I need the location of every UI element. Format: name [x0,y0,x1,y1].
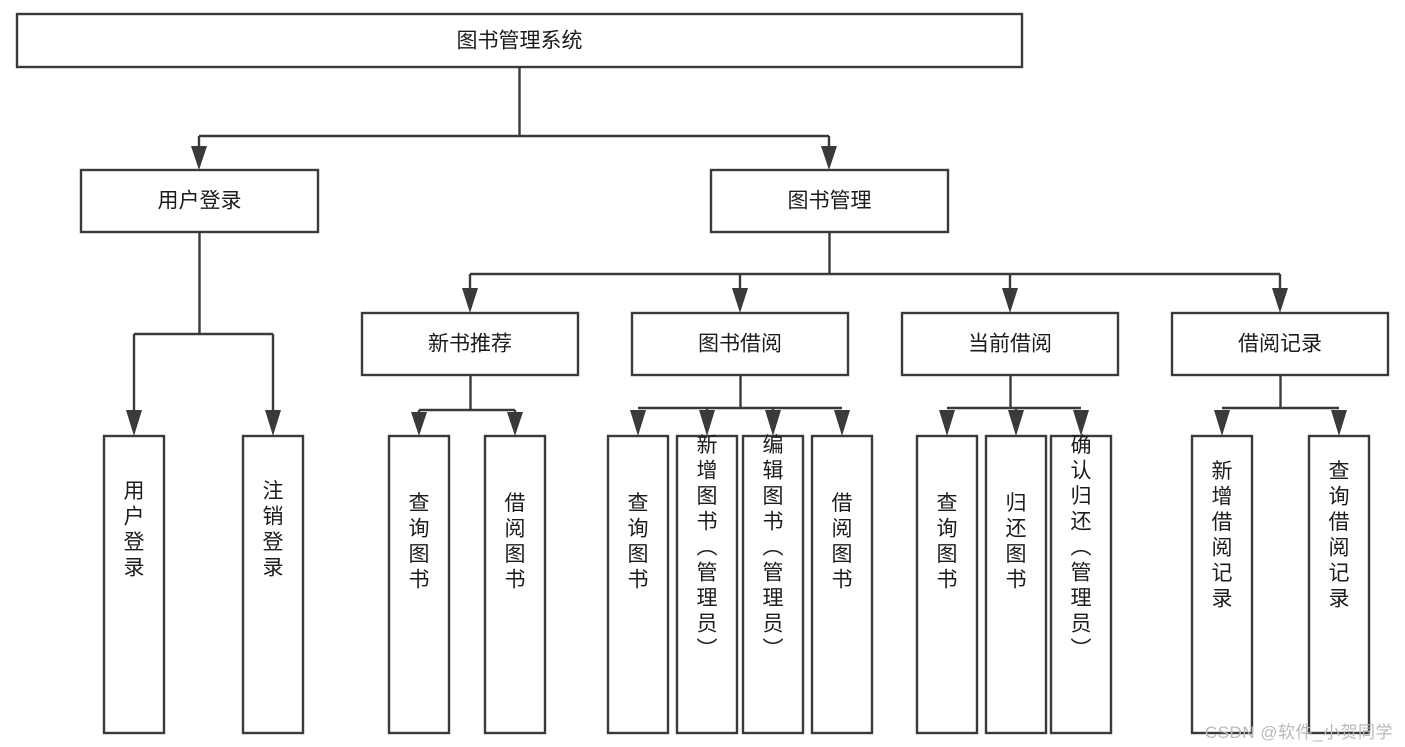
leaf-edit-book[interactable]: 编辑图书︵管理员︶ [741,434,805,735]
leaf-edit-book-box[interactable] [741,434,805,735]
arrow-head-leaf-query-book-3 [939,410,955,436]
leaf-user-login-box[interactable] [102,434,166,735]
node-book-borrow-label: 图书借阅 [698,333,782,356]
node-root[interactable]: 图书管理系统 [15,12,1024,69]
leaf-add-record-box[interactable] [1190,434,1254,735]
leaf-query-record-label: 查询借阅记录 [1329,460,1350,611]
leaf-borrow-book-1[interactable]: 借阅图书 [483,434,547,735]
leaf-confirm-return-box[interactable] [1049,434,1113,735]
arrow-head-leaf-add-record [1214,410,1230,436]
leaf-query-book-2-label: 查询图书 [628,492,649,592]
leaf-query-book-1-box[interactable] [387,434,451,735]
arrow-head-leaf-borrow-book-1 [507,412,523,436]
leaf-borrow-book-1-label: 借阅图书 [505,492,526,592]
arrow-head-current-borrow [1002,288,1018,313]
arrow-head-leaf-borrow-book-2 [834,410,850,436]
leaf-add-book[interactable]: 新增图书︵管理员︶ [675,434,739,735]
node-user-login-box[interactable] [79,168,320,234]
node-book-management-label: 图书管理 [788,190,872,213]
node-book-management-box[interactable] [709,168,950,234]
arrow-head-leaf-edit-book [765,410,781,436]
node-new-book-recommend[interactable]: 新书推荐 [360,311,580,377]
leaf-borrow-book-2-box[interactable] [810,434,874,735]
node-root-box[interactable] [15,12,1024,69]
arrow-head-book-management [821,146,837,170]
node-book-borrow-box[interactable] [630,311,850,377]
leaf-query-book-3-label: 查询图书 [937,492,958,592]
leaf-borrow-book-2[interactable]: 借阅图书 [810,434,874,735]
node-new-book-recommend-box[interactable] [360,311,580,377]
leaf-query-book-2-box[interactable] [606,434,670,735]
arrow-head-leaf-query-record [1331,410,1347,436]
leaf-add-record[interactable]: 新增借阅记录 [1190,434,1254,735]
arrow-head-new-book-recommend [462,288,478,313]
arrow-head-leaf-return-book [1008,410,1024,436]
leaf-query-record-box[interactable] [1307,434,1371,735]
arrow-head-user-login [191,146,207,170]
node-borrow-record-box[interactable] [1170,311,1390,377]
arrow-head-leaf-query-book-2 [630,410,646,436]
leaf-return-book-label: 归还图书 [1006,492,1027,592]
node-current-borrow-label: 当前借阅 [968,333,1052,356]
watermark: CSDN @软件_小贺同学 [1204,723,1393,742]
node-borrow-record-label: 借阅记录 [1238,333,1322,356]
leaf-confirm-return-label: 确认归还︵管理员︶ [1071,434,1092,661]
leaf-add-book-label: 新增图书︵管理员︶ [697,434,718,661]
arrow-head-leaf-add-book [699,410,715,436]
node-current-borrow[interactable]: 当前借阅 [900,311,1120,377]
leaf-user-login[interactable]: 用户登录 [102,434,166,735]
arrow-head-leaf-user-login [126,410,142,436]
leaf-add-book-box[interactable] [675,434,739,735]
node-current-borrow-box[interactable] [900,311,1120,377]
arrow-head-borrow-record [1272,288,1288,313]
leaf-confirm-return[interactable]: 确认归还︵管理员︶ [1049,434,1113,735]
node-user-login-label: 用户登录 [158,190,242,213]
leaf-user-login-label: 用户登录 [124,480,145,580]
node-user-login[interactable]: 用户登录 [79,168,320,234]
arrow-head-leaf-query-book-1 [411,412,427,436]
leaf-add-record-label: 新增借阅记录 [1212,460,1233,611]
arrow-head-leaf-confirm-return [1073,410,1089,436]
leaf-query-book-1-label: 查询图书 [409,492,430,592]
leaf-return-book-box[interactable] [984,434,1048,735]
leaf-return-book[interactable]: 归还图书 [984,434,1048,735]
leaf-query-book-3-box[interactable] [915,434,979,735]
leaf-user-logout-label: 注销登录 [263,480,284,580]
node-book-management[interactable]: 图书管理 [709,168,950,234]
node-root-label: 图书管理系统 [457,30,583,53]
leaf-user-logout-box[interactable] [241,434,305,735]
connector-layer [126,67,1347,436]
leaf-query-book-2[interactable]: 查询图书 [606,434,670,735]
leaf-borrow-book-1-box[interactable] [483,434,547,735]
arrow-head-leaf-user-logout [265,410,281,436]
leaf-query-book-3[interactable]: 查询图书 [915,434,979,735]
leaf-edit-book-label: 编辑图书︵管理员︶ [763,434,784,661]
leaf-user-logout[interactable]: 注销登录 [241,434,305,735]
arrow-head-book-borrow [732,288,748,313]
leaf-query-record[interactable]: 查询借阅记录 [1307,434,1371,735]
leaf-borrow-book-2-label: 借阅图书 [832,492,853,592]
node-book-borrow[interactable]: 图书借阅 [630,311,850,377]
node-new-book-recommend-label: 新书推荐 [428,333,512,356]
leaf-query-book-1[interactable]: 查询图书 [387,434,451,735]
node-borrow-record[interactable]: 借阅记录 [1170,311,1390,377]
